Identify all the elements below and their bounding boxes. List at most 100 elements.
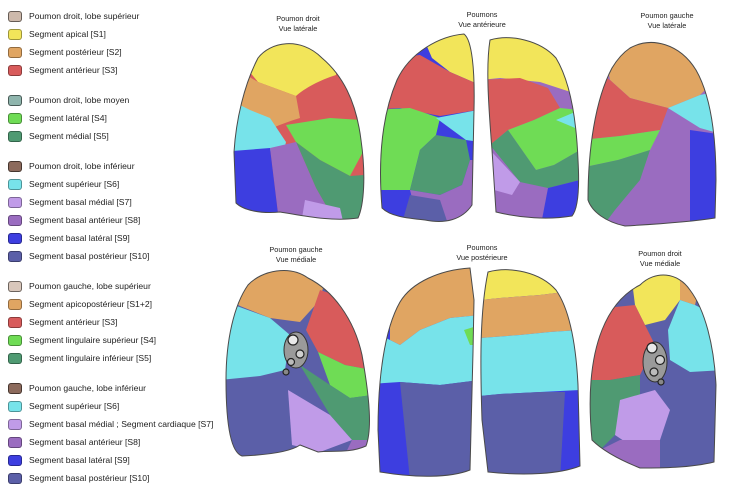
legend-group-left-lower: Poumon gauche, lobe inférieur Segment su… [8, 379, 243, 487]
view-title-line1: Poumon droit [638, 249, 682, 258]
legend-label: Segment basal postérieur [S10] [29, 251, 150, 261]
legend-swatch [8, 94, 22, 106]
legend-item: Segment supérieur [S6] [8, 175, 243, 193]
legend-label: Segment basal antérieur [S8] [29, 215, 141, 225]
legend-group-left-upper: Poumon gauche, lobe supérieur Segment ap… [8, 277, 243, 367]
legend-label: Poumon droit, lobe supérieur [29, 11, 140, 21]
segment-s5-lingular-inferior [300, 365, 370, 440]
lung-outline [377, 267, 475, 477]
legend-item: Segment basal latéral [S9] [8, 229, 243, 247]
legend-item: Segment apicopostérieur [S1+2] [8, 295, 243, 313]
lung-outline [487, 37, 580, 219]
legend-item: Segment basal antérieur [S8] [8, 211, 243, 229]
legend-item: Segment basal médial ; Segment cardiaque… [8, 415, 243, 433]
lung-outline [480, 269, 581, 475]
hilum [642, 341, 668, 386]
segment-s9-basal-lateral [234, 148, 280, 220]
segment-s3-anterior [487, 78, 560, 145]
legend-swatch [8, 178, 22, 190]
legend-swatch [8, 316, 22, 328]
segment-s10-basal-posterior [480, 392, 565, 474]
segment-s7-basal-medial [288, 390, 352, 452]
lung-outline [589, 274, 717, 469]
legend-label: Segment basal latéral [S9] [29, 233, 130, 243]
legend-swatch [8, 298, 22, 310]
view-title-posterior: Poumons Vue postérieure [427, 243, 537, 263]
view-title-line2: Vue médiale [639, 259, 681, 268]
segment-s4-lingular-superior [588, 130, 660, 168]
segment-s5-lingular-inferior [588, 150, 650, 227]
segment-s5-medial [410, 135, 470, 195]
legend-header: Poumon droit, lobe moyen [8, 91, 243, 109]
legend-item: Segment basal postérieur [S10] [8, 469, 243, 487]
legend-header: Poumon gauche, lobe supérieur [8, 277, 243, 295]
legend-swatch [8, 46, 22, 58]
legend-item: Segment apical [S1] [8, 25, 243, 43]
legend-item: Segment latéral [S4] [8, 109, 243, 127]
legend-item: Segment médial [S5] [8, 127, 243, 145]
lung-anterior-left [487, 37, 580, 219]
legend-label: Poumon gauche, lobe supérieur [29, 281, 151, 291]
legend-label: Segment médial [S5] [29, 131, 109, 141]
legend-swatch [8, 382, 22, 394]
segment-s2-posterior [480, 290, 580, 338]
segment-s6-superior [480, 330, 580, 396]
view-title-anterior: Poumons Vue antérieure [427, 10, 537, 30]
lung-left-medial [225, 270, 370, 457]
segment-s4-lingular-superior [318, 352, 370, 398]
view-title-line2: Vue postérieure [456, 253, 508, 262]
legend-swatch [8, 436, 22, 448]
legend-swatch [8, 196, 22, 208]
segment-s9-basal-lateral [690, 130, 716, 227]
legend-label: Segment lingulaire inférieur [S5] [29, 353, 152, 363]
segment-s6-superior [226, 300, 290, 380]
segment-s6-superior [378, 315, 474, 385]
lung-left-lateral [587, 42, 717, 227]
segment-s4-lingular-superior [508, 108, 579, 170]
legend-swatch [8, 334, 22, 346]
view-title-line2: Vue latérale [278, 24, 318, 33]
view-title-right-medial: Poumon droit Vue médiale [605, 249, 715, 269]
legend-label: Segment postérieur [S2] [29, 47, 122, 57]
view-title-line2: Vue antérieure [458, 20, 506, 29]
segment-s1-apical [420, 34, 475, 85]
legend-label: Segment supérieur [S6] [29, 401, 120, 411]
legend-item: Segment antérieur [S3] [8, 61, 243, 79]
segment-legend: Poumon droit, lobe supérieur Segment api… [8, 7, 243, 487]
view-title-right-lateral: Poumon droit Vue latérale [243, 14, 353, 34]
legend-label: Segment apicopostérieur [S1+2] [29, 299, 153, 309]
legend-header: Poumon droit, lobe supérieur [8, 7, 243, 25]
legend-swatch [8, 280, 22, 292]
segment-s7-basal-medial [615, 390, 670, 445]
legend-swatch [8, 454, 22, 466]
view-title-left-lateral: Poumon gauche Vue latérale [612, 11, 722, 31]
lung-posterior-right [480, 269, 581, 475]
legend-swatch [8, 400, 22, 412]
legend-label: Segment apical [S1] [29, 29, 106, 39]
legend-item: Segment supérieur [S6] [8, 397, 243, 415]
legend-swatch [8, 232, 22, 244]
hilum [282, 331, 309, 376]
legend-header: Poumon gauche, lobe inférieur [8, 379, 243, 397]
legend-item: Segment basal médial [S7] [8, 193, 243, 211]
legend-label: Segment basal médial ; Segment cardiaque… [29, 419, 214, 429]
legend-label: Segment latéral [S4] [29, 113, 107, 123]
legend-label: Poumon droit, lobe inférieur [29, 161, 135, 171]
view-title-line2: Vue latérale [647, 21, 687, 30]
legend-swatch [8, 352, 22, 364]
legend-group-right-lower: Poumon droit, lobe inférieur Segment sup… [8, 157, 243, 265]
legend-swatch [8, 472, 22, 484]
legend-label: Segment supérieur [S6] [29, 179, 120, 189]
segment-s4-lateral [380, 108, 440, 190]
legend-group-right-middle: Poumon droit, lobe moyen Segment latéral… [8, 91, 243, 145]
lung-outline [380, 33, 475, 222]
legend-label: Segment basal médial [S7] [29, 197, 132, 207]
lung-outline [233, 43, 365, 220]
legend-group-right-upper: Poumon droit, lobe supérieur Segment api… [8, 7, 243, 79]
legend-label: Segment basal latéral [S9] [29, 455, 130, 465]
legend-label: Poumon gauche, lobe inférieur [29, 383, 147, 393]
view-title-left-medial: Poumon gauche Vue médiale [241, 245, 351, 265]
segment-s4-lingular-superior [464, 325, 474, 345]
legend-swatch [8, 250, 22, 262]
